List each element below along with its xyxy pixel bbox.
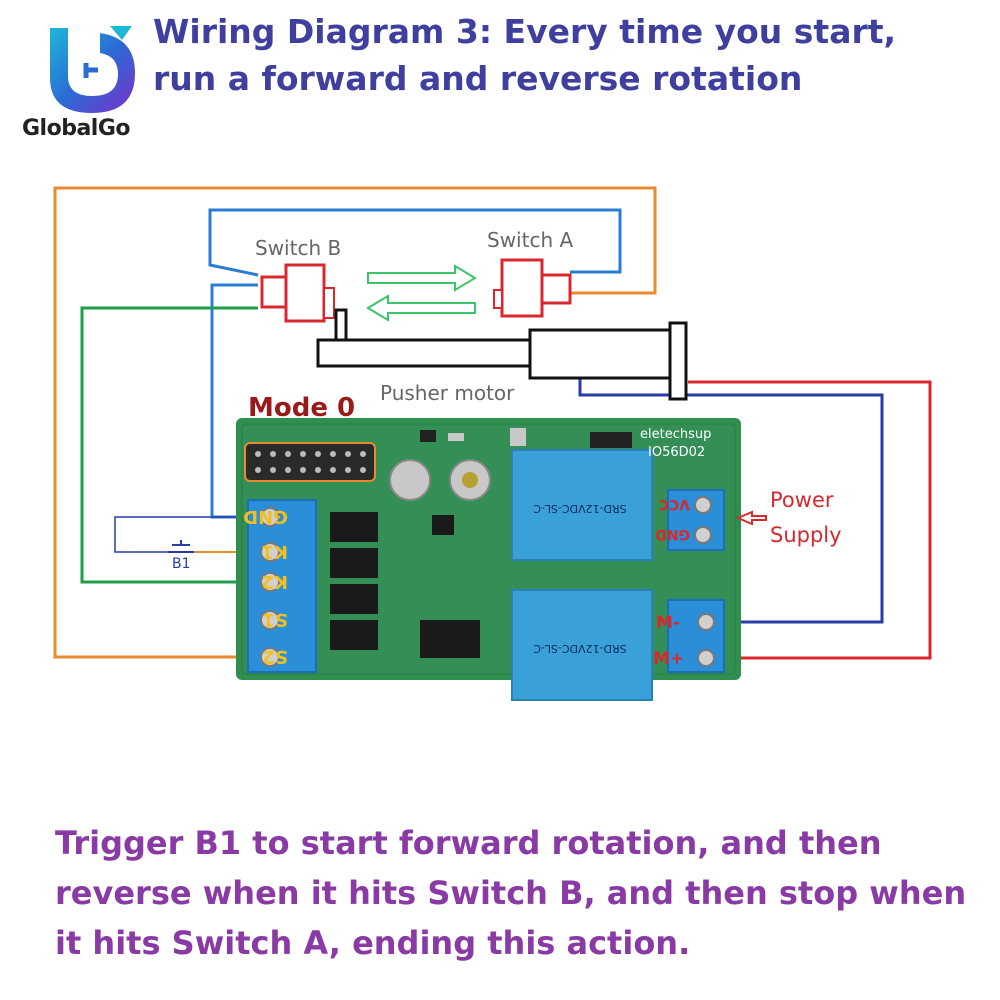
relay-2-model: SRD-12VDC-SL-C — [533, 642, 627, 655]
pusher-motor-label: Pusher motor — [380, 381, 515, 405]
switch-a-label: Switch A — [487, 228, 573, 252]
wire-green-k2-switch-b — [80, 306, 270, 584]
terminal-m-plus-label: M+ — [653, 649, 684, 669]
button-b1 — [168, 540, 194, 553]
ic-chip — [420, 620, 480, 658]
caption-text: Trigger B1 to start forward rotation, an… — [55, 824, 967, 962]
switch-b — [260, 263, 335, 323]
left-terminal-block — [247, 499, 317, 673]
terminal-k2-label: K2 — [262, 571, 288, 592]
button-b1-label: B1 — [172, 556, 191, 572]
terminal-s2-label: S2 — [263, 646, 289, 667]
relay-2: SRD-12VDC-SL-C — [511, 589, 653, 701]
motor-terminal-block — [667, 599, 725, 673]
terminal-k1-label: K1 — [262, 541, 288, 562]
terminal-gnd2-label: GND — [655, 526, 690, 542]
relay-1: SRD-12VDC-SL-C — [511, 449, 653, 561]
relay-1-model: SRD-12VDC-SL-C — [533, 502, 627, 515]
switch-a — [493, 258, 572, 318]
forward-arrow-icon — [367, 264, 477, 292]
power-supply-label-1: Power — [770, 488, 834, 512]
globalgo-logo — [50, 26, 135, 113]
power-terminal-block — [667, 489, 725, 551]
title-line-1: Wiring Diagram 3: Every time you start, — [153, 12, 897, 51]
power-supply-label-2: Supply — [770, 523, 842, 547]
terminal-m-minus-label: M- — [656, 613, 680, 633]
board-model: IO56D02 — [648, 445, 705, 460]
optocoupler — [330, 512, 378, 542]
switch-b-label: Switch B — [255, 236, 341, 260]
wire-button-loop — [114, 516, 270, 553]
terminal-gnd-label: GND — [243, 506, 288, 527]
reverse-arrow-icon — [366, 294, 476, 322]
optocoupler — [330, 548, 378, 578]
pusher-motor — [316, 308, 688, 401]
wiring-diagram: Switch B Switch A Pusher motor Mode 0 — [53, 186, 932, 701]
wire-red-m-plus — [688, 380, 932, 660]
brand-name: GlobalGo — [22, 116, 131, 141]
relay-board: SRD-12VDC-SL-C SRD-12VDC-SL-C eletechsup… — [236, 418, 741, 701]
page-title: Wiring Diagram 3: Every time you start, … — [153, 8, 983, 102]
board-brand: eletechsup — [640, 427, 711, 442]
wire-blue-top-loop — [208, 208, 622, 277]
optocoupler — [330, 620, 378, 650]
pin-header — [244, 442, 376, 482]
wire-navy-m-minus — [578, 370, 884, 624]
capacitor — [389, 459, 431, 501]
terminal-s1-label: S1 — [263, 609, 289, 630]
wire-orange-s2-switch-a — [53, 186, 657, 659]
power-arrow-icon — [735, 510, 767, 526]
optocoupler — [330, 584, 378, 614]
terminal-vcc-label: VCC — [659, 496, 690, 512]
title-line-2: run a forward and reverse rotation — [153, 59, 803, 98]
